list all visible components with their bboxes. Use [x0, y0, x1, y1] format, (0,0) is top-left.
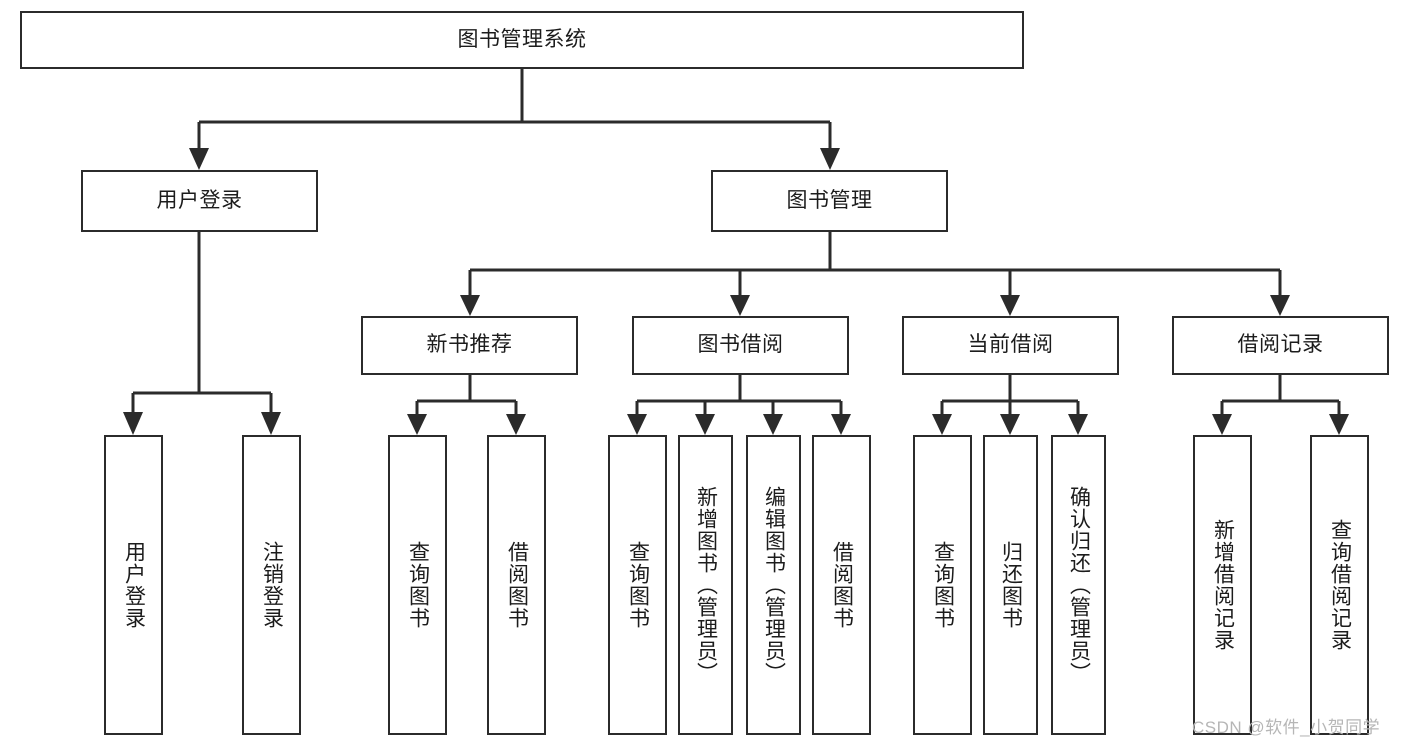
- node-label: 借阅记录: [1237, 333, 1324, 357]
- node-label: 查询图书: [931, 541, 955, 629]
- node-label: 图书管理: [786, 188, 873, 212]
- node-label: 注销登录: [260, 541, 284, 629]
- node-leaf-confirm-return-admin[interactable]: 确认归还（管理员）: [1051, 435, 1106, 735]
- node-root-system[interactable]: 图书管理系统: [20, 11, 1024, 69]
- node-leaf-edit-book-admin[interactable]: 编辑图书（管理员）: [746, 435, 801, 735]
- node-leaf-logout[interactable]: 注销登录: [242, 435, 301, 735]
- node-book-borrow[interactable]: 图书借阅: [632, 316, 849, 375]
- node-borrow-records[interactable]: 借阅记录: [1172, 316, 1389, 375]
- node-leaf-query-borrow-record[interactable]: 查询借阅记录: [1310, 435, 1369, 735]
- node-label: 用户登录: [122, 541, 146, 629]
- node-label: 确认归还（管理员）: [1067, 486, 1091, 684]
- node-leaf-query-book-current[interactable]: 查询图书: [913, 435, 972, 735]
- node-new-book-recommend[interactable]: 新书推荐: [361, 316, 578, 375]
- node-user-login[interactable]: 用户登录: [81, 170, 318, 232]
- node-label: 用户登录: [156, 188, 243, 212]
- node-label: 借阅图书: [505, 541, 529, 629]
- node-leaf-add-book-admin[interactable]: 新增图书（管理员）: [678, 435, 733, 735]
- node-label: 当前借阅: [967, 333, 1054, 357]
- node-leaf-query-book-borrow[interactable]: 查询图书: [608, 435, 667, 735]
- node-leaf-user-login[interactable]: 用户登录: [104, 435, 163, 735]
- node-label: 查询图书: [406, 541, 430, 629]
- node-label: 新增图书（管理员）: [694, 486, 718, 684]
- node-label: 图书管理系统: [457, 27, 587, 51]
- node-label: 查询借阅记录: [1328, 519, 1352, 651]
- node-current-borrow[interactable]: 当前借阅: [902, 316, 1119, 375]
- node-label: 新增借阅记录: [1211, 519, 1235, 651]
- node-book-management[interactable]: 图书管理: [711, 170, 948, 232]
- node-leaf-borrow-book-recommend[interactable]: 借阅图书: [487, 435, 546, 735]
- node-label: 借阅图书: [830, 541, 854, 629]
- node-leaf-return-book[interactable]: 归还图书: [983, 435, 1038, 735]
- node-label: 编辑图书（管理员）: [762, 486, 786, 684]
- node-leaf-query-book-recommend[interactable]: 查询图书: [388, 435, 447, 735]
- node-label: 图书借阅: [697, 333, 784, 357]
- node-label: 归还图书: [999, 541, 1023, 629]
- node-label: 查询图书: [626, 541, 650, 629]
- node-leaf-borrow-book[interactable]: 借阅图书: [812, 435, 871, 735]
- node-label: 新书推荐: [426, 333, 513, 357]
- csdn-watermark: CSDN @软件_小贺同学: [1192, 718, 1381, 737]
- node-leaf-add-borrow-record[interactable]: 新增借阅记录: [1193, 435, 1252, 735]
